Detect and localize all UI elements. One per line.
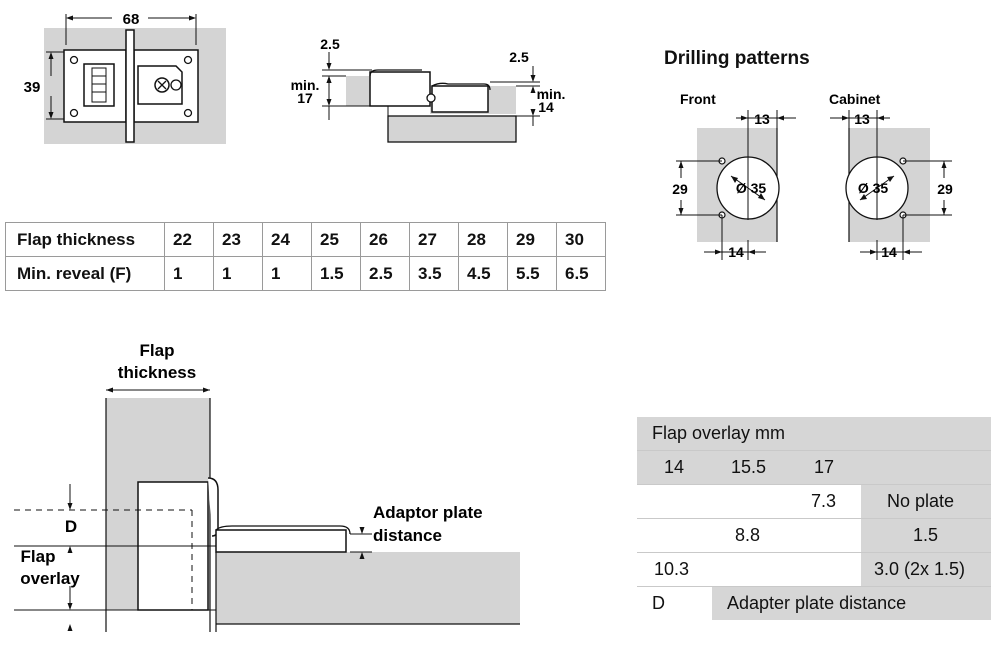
cabinet-label: Cabinet — [829, 91, 881, 107]
table-cell: 26 — [360, 222, 410, 257]
hinge-top-view: 68 39 — [24, 11, 226, 144]
min-reveal-table: Flap thickness 22 23 24 25 26 27 28 29 3… — [5, 222, 606, 291]
overlay-legend-text: Adapter plate distance — [727, 593, 907, 613]
overlay-legend-key: D — [652, 593, 665, 613]
overlay-col-17: 17 — [814, 457, 835, 477]
cabinet-panel-right — [387, 115, 517, 143]
overlay-header: Flap overlay mm — [652, 423, 786, 443]
table-cell: 6.5 — [556, 256, 606, 291]
drilling-patterns-title: Drilling patterns — [664, 48, 810, 69]
dim-2-5-right: 2.5 — [509, 49, 529, 65]
table-cell: 5.5 — [507, 256, 557, 291]
overlay-col-15-5: 15.5 — [731, 457, 767, 477]
cabinet-side-panel — [216, 552, 520, 624]
table-cell: 1 — [262, 256, 312, 291]
overlay-legend-row: D Adapter plate distance — [637, 587, 991, 620]
dim-2-5-left: 2.5 — [320, 36, 340, 52]
flap-thickness-label-b: thickness — [118, 363, 196, 382]
table-cell: 1 — [164, 256, 214, 291]
dim-39-label: 39 — [24, 79, 41, 96]
front-label: Front — [680, 91, 716, 107]
table-cell: 4.5 — [458, 256, 508, 291]
cabinet-dim-14: 14 — [881, 244, 897, 260]
d-label: D — [65, 517, 77, 536]
front-diameter: Ø 35 — [736, 180, 767, 196]
table-cell: 25 — [311, 222, 361, 257]
cabinet-dim-13: 13 — [854, 111, 870, 127]
flap-overlay-label-b: overlay — [20, 569, 80, 588]
adaptor-label-b: distance — [373, 526, 442, 545]
dim-min-right-a: min. — [537, 86, 566, 102]
drilling-patterns: Front 13 29 Ø 35 14 Cabinet 13 29 Ø 35 — [672, 91, 953, 260]
cabinet-dim-29: 29 — [937, 181, 953, 197]
dim-68-label: 68 — [123, 11, 140, 28]
hinge-side-view: 2.5 min. 17 2.5 min. 14 — [291, 36, 566, 143]
overlay-plate: 3.0 (2x 1.5) — [874, 559, 966, 579]
front-dim-29: 29 — [672, 181, 688, 197]
table-cell: 1.5 — [311, 256, 361, 291]
table-row: Min. reveal (F) 1 1 1 1.5 2.5 3.5 4.5 5.… — [5, 256, 606, 291]
table-cell: 1 — [213, 256, 263, 291]
table-cell: 30 — [556, 222, 606, 257]
min-reveal-header: Min. reveal (F) — [5, 256, 165, 291]
flap-thickness-label-a: Flap — [140, 341, 175, 360]
flap-overlay-table: Flap overlay mm 14 15.5 17 7.3 No plate … — [637, 417, 991, 620]
table-cell: 28 — [458, 222, 508, 257]
section-diagram: Flap thickness D Flap overlay Adaptor pl… — [14, 341, 520, 632]
overlay-row: 10.3 3.0 (2x 1.5) — [637, 553, 991, 587]
overlay-row: 7.3 No plate — [637, 485, 991, 519]
dim-min-right-b: 14 — [538, 99, 554, 115]
flap-thickness-header: Flap thickness — [5, 222, 165, 257]
table-cell: 2.5 — [360, 256, 410, 291]
overlay-row: 8.8 1.5 — [637, 519, 991, 553]
overlay-col-14: 14 — [664, 457, 685, 477]
overlay-value: 8.8 — [735, 525, 761, 545]
table-cell: 23 — [213, 222, 263, 257]
dim-min-left-b: 17 — [297, 90, 313, 106]
overlay-value: 7.3 — [811, 491, 837, 511]
overlay-value: 10.3 — [654, 559, 690, 579]
flap-overlay-label-a: Flap — [21, 547, 56, 566]
front-dim-14: 14 — [728, 244, 744, 260]
table-cell: 27 — [409, 222, 459, 257]
table-cell: 3.5 — [409, 256, 459, 291]
cabinet-diameter: Ø 35 — [858, 180, 889, 196]
overlay-columns-row: 14 15.5 17 — [637, 451, 991, 485]
table-row: Flap thickness 22 23 24 25 26 27 28 29 3… — [5, 222, 606, 257]
front-dim-13: 13 — [754, 111, 770, 127]
table-cell: 24 — [262, 222, 312, 257]
overlay-plate: No plate — [887, 491, 955, 511]
table-cell: 22 — [164, 222, 214, 257]
dim-min-left-a: min. — [291, 77, 320, 93]
table-cell: 29 — [507, 222, 557, 257]
overlay-plate: 1.5 — [913, 525, 939, 545]
adaptor-label-a: Adaptor plate — [373, 503, 483, 522]
overlay-header-row: Flap overlay mm — [637, 417, 991, 451]
